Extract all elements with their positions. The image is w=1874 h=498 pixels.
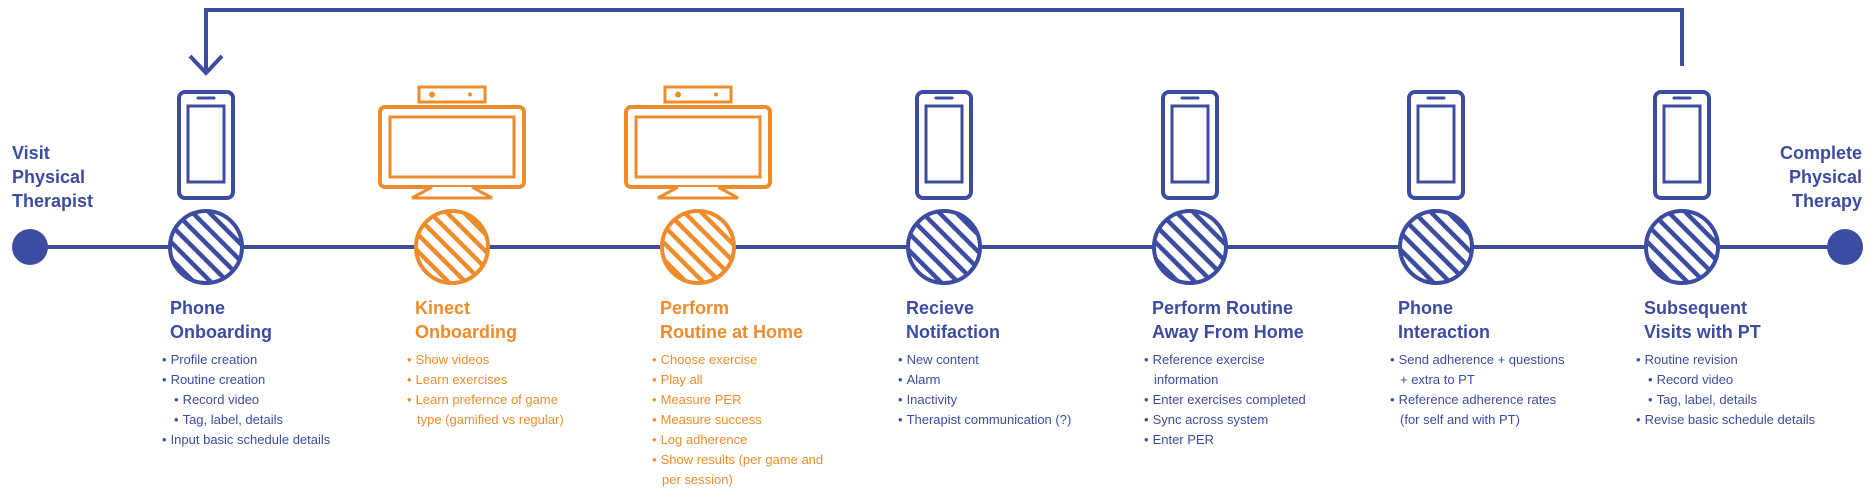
kinect-tv-icon (378, 85, 526, 200)
stage-node-icon (168, 209, 244, 285)
stage-title-line: Perform Routine (1152, 298, 1294, 318)
stage-title-line: Onboarding (170, 322, 272, 342)
stage-title-line: Onboarding (415, 322, 517, 342)
start-label: Visit Physical Therapist (12, 141, 93, 213)
stage-bullet-list: New contentAlarmInactivityTherapist comm… (898, 350, 1072, 430)
stage-bullet-list: Reference exercise informationEnter exerc… (1144, 350, 1306, 450)
start-label-line: Therapist (12, 191, 94, 211)
stage-4-graphic (906, 90, 982, 285)
start-dot (12, 229, 48, 265)
phone-icon (915, 90, 973, 200)
list-item: Choose exercise (652, 350, 823, 370)
stage-2-graphic (378, 85, 526, 285)
list-item: Measure success (652, 410, 823, 430)
list-item: Revise basic schedule details (1636, 410, 1816, 430)
phone-icon (1653, 90, 1711, 200)
feedback-loop-arrow (204, 8, 1684, 72)
list-item: New content (898, 350, 1071, 370)
stage-node-icon (1152, 209, 1228, 285)
phone-icon (1407, 90, 1465, 200)
list-item: (for self and with PT) (1400, 412, 1520, 427)
stage-node-icon (1644, 209, 1720, 285)
stage-5-graphic (1152, 90, 1228, 285)
list-item: Inactivity (898, 390, 1071, 410)
end-label-line: Physical (1788, 167, 1862, 187)
list-item: type (gamified vs regular) (417, 412, 564, 427)
list-item: Reference exercise (1144, 350, 1306, 370)
end-label: Complete Physical Therapy (1780, 141, 1862, 213)
list-item: Record video (1636, 370, 1815, 390)
phone-icon (1161, 90, 1219, 200)
stage-title-line: Subsequent (1644, 298, 1748, 318)
start-label-line: Physical (12, 167, 86, 187)
phone-icon (177, 90, 235, 200)
list-item: Enter exercises completed (1144, 390, 1306, 410)
stage-title-line: Phone (1398, 298, 1454, 318)
list-item: Record video (162, 390, 330, 410)
stage-1-graphic (168, 90, 244, 285)
list-item: + extra to PT (1400, 372, 1475, 387)
stage-title-line: Away From Home (1152, 322, 1304, 342)
list-item: Measure PER (652, 390, 823, 410)
stage-bullet-list: Profile creationRoutine creationRecord v… (162, 350, 331, 450)
arrowhead-icon (188, 54, 224, 76)
list-item: Play all (652, 370, 823, 390)
list-item: Tag, label, details (1636, 390, 1815, 410)
end-dot (1827, 229, 1863, 265)
stage-7-graphic (1644, 90, 1720, 285)
stage-title-line: Recieve (906, 298, 975, 318)
stage-title-line: Routine at Home (660, 322, 804, 342)
stage-title-line: Notifaction (906, 322, 1000, 342)
stage-3-graphic (624, 85, 772, 285)
list-item: Alarm (898, 370, 1071, 390)
list-item: Sync across system (1144, 410, 1306, 430)
kinect-tv-icon (624, 85, 772, 200)
stage-bullet-list: Choose exercisePlay allMeasure PERMeasur… (652, 350, 824, 490)
stage-bullet-list: Send adherence + questions + extra to PT R… (1390, 350, 1565, 430)
end-label-line: Therapy (1791, 191, 1862, 211)
stage-bullet-list: Routine revisionRecord videoTag, label, … (1636, 350, 1816, 430)
stage-6-graphic (1398, 90, 1474, 285)
list-item: Routine revision (1636, 350, 1815, 370)
start-label-line: Visit (12, 143, 50, 163)
list-item: per session) (662, 472, 733, 487)
stage-bullet-list: Show videosLearn exercisesLearn prefernc… (407, 350, 564, 430)
stage-title-line: Interaction (1398, 322, 1491, 342)
list-item: Log adherence (652, 430, 823, 450)
list-item: Routine creation (162, 370, 330, 390)
stage-title-line: Phone (170, 298, 226, 318)
stage-node-icon (906, 209, 982, 285)
list-item: Show results (per game and (652, 450, 824, 470)
list-item: Input basic schedule details (162, 430, 331, 450)
end-label-line: Complete (1779, 143, 1862, 163)
list-item: Learn prefernce of game (407, 390, 564, 410)
stage-node-icon (660, 209, 736, 285)
list-item: Show videos (407, 350, 564, 370)
stage-node-icon (414, 209, 490, 285)
list-item: Reference adherence rates (1390, 390, 1564, 410)
list-item: Enter PER (1144, 430, 1306, 450)
list-item: Send adherence + questions (1390, 350, 1565, 370)
list-item: Profile creation (162, 350, 330, 370)
stage-title-line: Visits with PT (1644, 322, 1761, 342)
list-item: Tag, label, details (162, 410, 330, 430)
stage-title-line: Perform (660, 298, 730, 318)
list-item: Learn exercises (407, 370, 564, 390)
stage-node-icon (1398, 209, 1474, 285)
stage-title-line: Kinect (415, 298, 471, 318)
list-item: information (1154, 372, 1219, 387)
list-item: Therapist communication (?) (898, 410, 1072, 430)
